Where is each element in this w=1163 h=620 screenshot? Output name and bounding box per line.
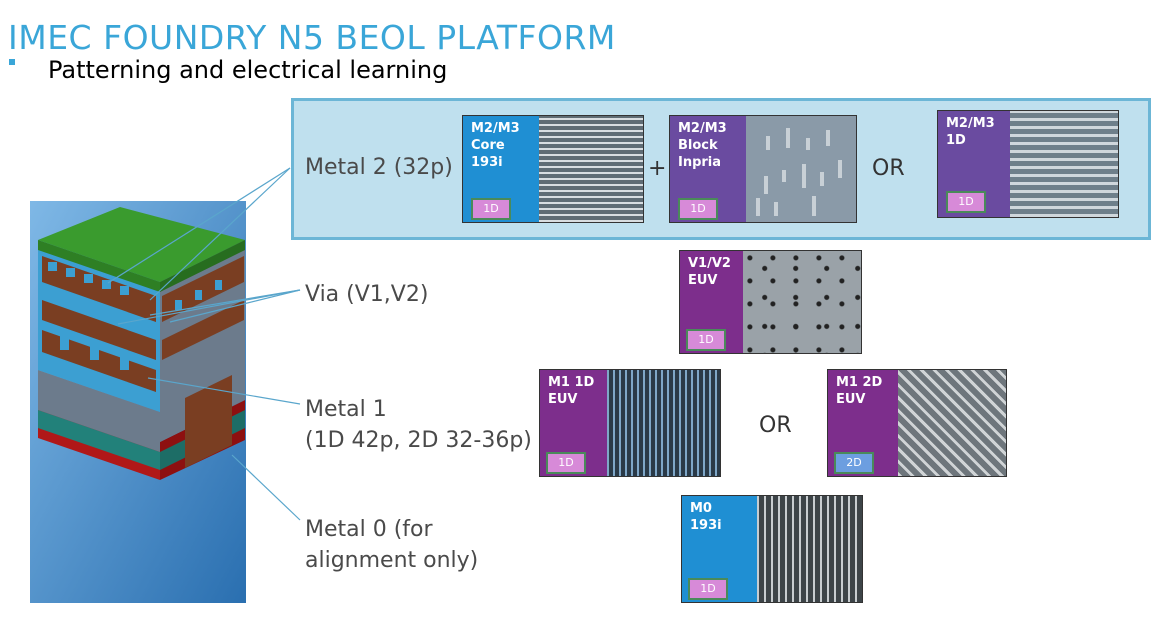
card-m2-1d-title: M2/M3 1D xyxy=(946,116,995,148)
card-m1-1d: M1 1D EUV 1D xyxy=(539,369,721,477)
leader-via-c xyxy=(169,289,301,323)
dielectric-front xyxy=(38,410,160,470)
label-metal0-line2: alignment only) xyxy=(305,548,479,573)
card-m2-block-title: M2/M3 Block Inpria xyxy=(678,121,727,170)
operator-or-m2: OR xyxy=(872,156,905,181)
card-m2-1d: M2/M3 1D 1D xyxy=(937,110,1119,218)
label-metal0-line1: Metal 0 (for xyxy=(305,517,433,542)
card-m2-core-title: M2/M3 Core 193i xyxy=(471,121,520,170)
label-metal2: Metal 2 (32p) xyxy=(305,155,453,180)
metal1-block xyxy=(185,375,232,468)
card-m2-core: M2/M3 Core 193i 1D xyxy=(462,115,644,223)
card-m1-2d: M1 2D EUV 2D xyxy=(827,369,1007,477)
stack-top xyxy=(38,207,245,282)
card-m0-badge: 1D xyxy=(688,578,728,600)
sem-image-m2-block xyxy=(746,116,856,222)
body-front-low xyxy=(38,370,160,452)
page-title: IMEC FOUNDRY N5 BEOL PLATFORM xyxy=(8,18,616,57)
sem-image-m1-2d xyxy=(898,370,1006,476)
sem-image-via xyxy=(743,251,861,353)
bullet-icon xyxy=(9,59,15,65)
sem-image-m1-1d xyxy=(607,370,720,476)
page-subtitle: Patterning and electrical learning xyxy=(48,56,448,84)
label-metal1-line1: Metal 1 xyxy=(305,397,387,422)
card-m2-block: M2/M3 Block Inpria 1D xyxy=(669,115,857,223)
card-m1-1d-title: M1 1D EUV xyxy=(548,375,595,407)
card-m2-1d-badge: 1D xyxy=(946,191,986,213)
sem-image-m2-core xyxy=(539,116,643,222)
leader-metal1 xyxy=(147,377,301,405)
card-via: V1/V2 EUV 1D xyxy=(679,250,862,354)
sem-image-m0 xyxy=(757,496,862,602)
sem-image-m2-1d xyxy=(1010,111,1118,217)
card-m0-title: M0 193i xyxy=(690,501,722,533)
card-m1-2d-title: M1 2D EUV xyxy=(836,375,883,407)
card-m2-block-badge: 1D xyxy=(678,198,718,220)
leader-via-a xyxy=(117,289,301,325)
leader-metal0 xyxy=(231,454,301,521)
card-m2-core-badge: 1D xyxy=(471,198,511,220)
leader-metal2-b xyxy=(149,167,291,301)
label-via: Via (V1,V2) xyxy=(305,282,429,307)
leader-metal2-a xyxy=(107,167,291,284)
operator-plus: + xyxy=(648,156,667,181)
card-m1-2d-badge: 2D xyxy=(834,452,874,474)
operator-or-m1: OR xyxy=(759,413,792,438)
leader-via-b xyxy=(149,289,301,316)
card-m0: M0 193i 1D xyxy=(681,495,863,603)
label-metal1-line2: (1D 42p, 2D 32-36p) xyxy=(305,428,532,453)
card-m1-1d-badge: 1D xyxy=(546,452,586,474)
card-via-badge: 1D xyxy=(686,329,726,351)
card-via-title: V1/V2 EUV xyxy=(688,256,731,288)
